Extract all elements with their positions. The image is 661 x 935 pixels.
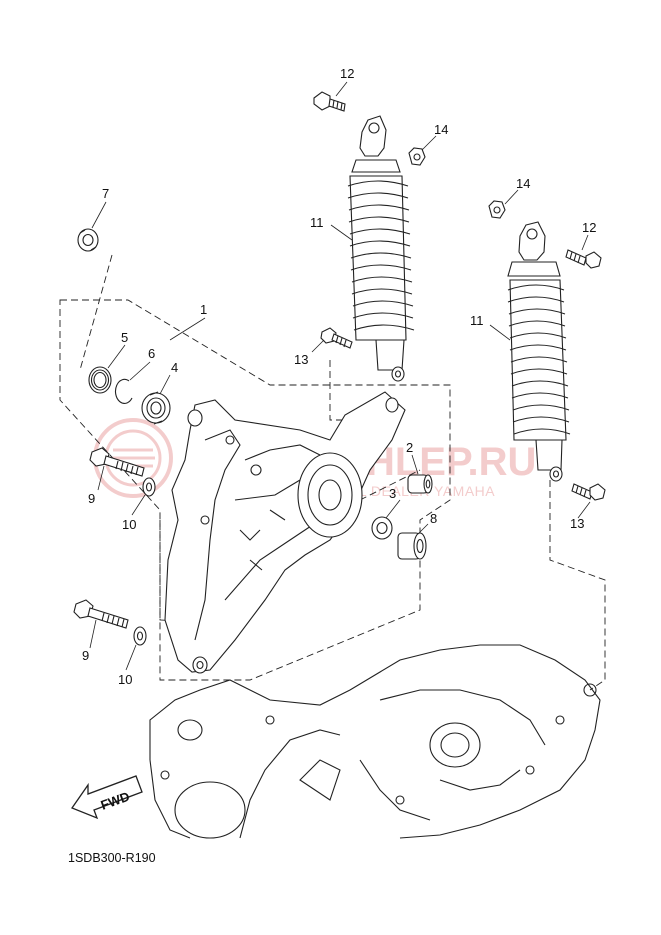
callout-1: 1 [200,302,207,317]
callout-12-right: 12 [582,220,596,235]
callout-10-upper: 10 [122,517,136,532]
diagram-code: 1SDB300-R190 [68,851,156,865]
part-washer-3 [371,516,393,540]
callout-14-right: 14 [516,176,530,191]
callout-3: 3 [389,486,396,501]
callout-2: 2 [406,440,413,455]
part-shock-absorber-11-left [347,115,415,382]
callout-12-upper: 12 [340,66,354,81]
callout-11-right: 11 [470,313,484,328]
callout-11-left: 11 [310,215,324,230]
part-spacer-8 [397,532,427,560]
callout-5: 5 [121,330,128,345]
part-collar-2 [407,474,433,494]
part-nut-14-right [488,200,506,219]
callout-labels: 1 2 3 4 5 6 7 8 9 9 10 10 11 11 12 12 13… [82,66,596,687]
callout-10-lower: 10 [118,672,132,687]
part-bolt-9-lower [73,599,129,629]
part-oil-seal-5 [88,366,112,394]
callout-8: 8 [430,511,437,526]
part-bearing-4 [141,391,171,425]
callout-14-upper: 14 [434,122,448,137]
callout-13-right: 13 [570,516,584,531]
part-bushing-7 [77,228,99,252]
leader-lines [89,81,591,671]
part-bolt-13-upper [320,327,353,349]
part-bolt-9-upper [89,447,145,477]
callout-9-upper: 9 [88,491,95,506]
crankcase-outline [149,644,601,839]
part-shock-absorber-11-right [507,221,571,482]
part-rear-arm-1 [164,391,406,674]
callout-13-upper: 13 [294,352,308,367]
part-circlip-6 [114,378,133,404]
callout-7: 7 [102,186,109,201]
callout-6: 6 [148,346,155,361]
part-bolt-13-right [571,483,606,501]
fwd-arrow-icon: FWD [70,775,143,820]
part-nut-14-upper [408,147,426,166]
callout-9-lower: 9 [82,648,89,663]
part-bolt-12-upper [313,91,346,112]
part-washer-10-lower [133,626,147,646]
part-washer-10-upper [142,477,156,497]
callout-4: 4 [171,360,178,375]
part-bolt-12-right [565,249,602,269]
